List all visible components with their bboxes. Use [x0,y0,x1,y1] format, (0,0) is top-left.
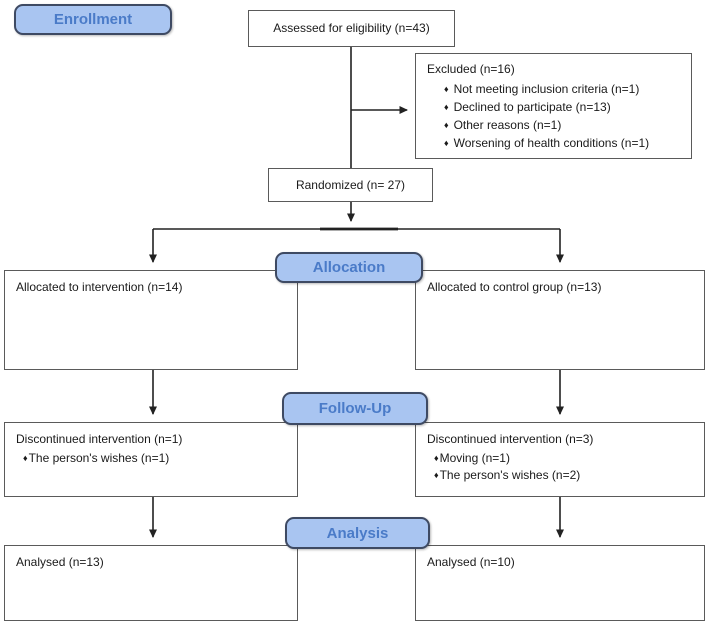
diamond-bullet-icon: ♦ [444,102,449,112]
excluded-title: Excluded (n=16) [427,62,515,76]
discontinued-control-bullet-text: Moving (n=1) [439,451,510,465]
allocated-intervention-text: Allocated to intervention (n=14) [16,280,183,294]
followup-stage-badge: Follow-Up [282,392,428,425]
discontinued-control-bullet-list: ♦Moving (n=1) ♦The person's wishes (n=2) [427,450,696,484]
excluded-bullet-list: ♦ Not meeting inclusion criteria (n=1) ♦ D… [427,80,683,152]
allocated-control-text: Allocated to control group (n=13) [427,280,602,294]
analysed-intervention-box: Analysed (n=13) [4,545,298,621]
analysis-stage-badge: Analysis [285,517,430,549]
allocation-stage-label: Allocation [312,259,386,276]
excluded-bullet-text: Worsening of health conditions (n=1) [453,136,650,150]
discontinued-intervention-box: Discontinued intervention (n=1) ♦The per… [4,422,298,497]
diamond-bullet-icon: ♦ [444,120,449,130]
discontinued-control-bullet-text: The person's wishes (n=2) [439,468,581,482]
discontinued-intervention-bullet-list: ♦The person's wishes (n=1) [16,450,289,467]
discontinued-control-title: Discontinued intervention (n=3) [427,432,594,446]
assessed-eligibility-text: Assessed for eligibility (n=43) [273,21,430,35]
analysis-stage-label: Analysis [326,524,389,542]
analysed-control-text: Analysed (n=10) [427,555,515,569]
diamond-bullet-icon: ♦ [444,138,449,148]
followup-stage-label: Follow-Up [318,400,392,417]
enrollment-stage-label: Enrollment [53,11,133,28]
allocated-control-box: Allocated to control group (n=13) [415,270,705,370]
analysed-intervention-text: Analysed (n=13) [16,555,104,569]
excluded-bullet-item: ♦ Other reasons (n=1) [427,116,683,134]
discontinued-intervention-bullet-text: The person's wishes (n=1) [28,451,170,465]
discontinued-control-bullet-item: ♦Moving (n=1) [427,450,696,467]
allocation-stage-badge: Allocation [275,252,423,283]
excluded-box: Excluded (n=16) ♦ Not meeting inclusion c… [415,53,692,159]
excluded-bullet-text: Not meeting inclusion criteria (n=1) [453,82,640,96]
excluded-bullet-text: Declined to participate (n=13) [453,100,611,114]
excluded-bullet-item: ♦ Not meeting inclusion criteria (n=1) [427,80,683,98]
diamond-bullet-icon: ♦ [434,453,439,463]
excluded-bullet-item: ♦ Declined to participate (n=13) [427,98,683,116]
randomized-text: Randomized (n= 27) [295,177,406,192]
discontinued-intervention-title: Discontinued intervention (n=1) [16,432,183,446]
discontinued-control-box: Discontinued intervention (n=3) ♦Moving … [415,422,705,497]
diamond-bullet-icon: ♦ [434,470,439,480]
allocated-intervention-box: Allocated to intervention (n=14) [4,270,298,370]
randomized-box: Randomized (n= 27) [268,168,433,202]
excluded-bullet-item: ♦ Worsening of health conditions (n=1) [427,134,683,152]
excluded-bullet-text: Other reasons (n=1) [453,118,562,132]
discontinued-intervention-bullet-item: ♦The person's wishes (n=1) [16,450,289,467]
enrollment-stage-badge: Enrollment [14,4,172,35]
diamond-bullet-icon: ♦ [444,84,449,94]
assessed-eligibility-box: Assessed for eligibility (n=43) [248,10,455,47]
analysed-control-box: Analysed (n=10) [415,545,705,621]
discontinued-control-bullet-item: ♦The person's wishes (n=2) [427,467,696,484]
diamond-bullet-icon: ♦ [23,453,28,463]
